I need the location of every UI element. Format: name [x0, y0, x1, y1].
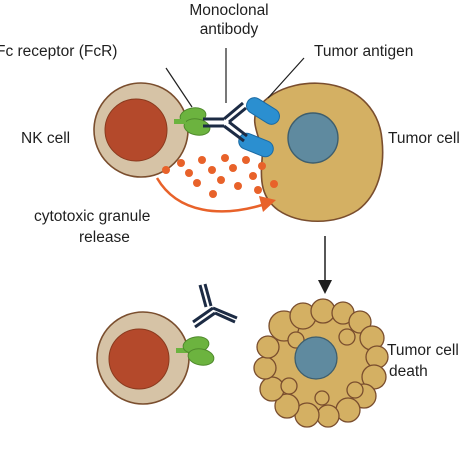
antibody-arm — [223, 101, 244, 121]
release-arrow-curve — [155, 177, 263, 213]
antibody-stem — [198, 284, 208, 308]
nk-cell — [93, 82, 189, 178]
tumor-bleb — [365, 345, 389, 369]
granule — [209, 190, 217, 198]
fc-receptor-leader — [165, 67, 193, 108]
tumor-bleb — [280, 377, 298, 395]
monoclonal-antibody-label-line1: Monoclonal — [189, 2, 268, 19]
granule — [208, 166, 216, 174]
antibody-arm — [223, 124, 245, 143]
granule — [242, 156, 250, 164]
cytotoxic-granules — [162, 154, 278, 198]
tumor-bleb — [335, 397, 361, 423]
granule — [234, 182, 242, 190]
tumor-bleb — [256, 335, 280, 359]
tumor-cell-death-label-line2: death — [389, 363, 428, 380]
antibody-arm — [214, 311, 236, 324]
tumor-bleb — [310, 298, 336, 324]
tumor-cell-nucleus — [287, 112, 339, 164]
fc-receptor-label: Fc receptor (FcR) — [0, 43, 117, 60]
granule — [193, 179, 201, 187]
granule — [217, 176, 225, 184]
granule — [198, 156, 206, 164]
granule — [249, 172, 257, 180]
fc-receptor-bottom — [176, 336, 215, 366]
leader-lines — [165, 48, 305, 108]
free-antibody — [192, 283, 238, 329]
fc-receptor — [174, 107, 211, 136]
nk-cell-nucleus — [104, 98, 168, 162]
cytotoxic-granule-label-line2: release — [79, 229, 130, 246]
tumor-cell-death-label-line1: Tumor cell — [387, 342, 459, 359]
tumor-bleb — [259, 376, 285, 402]
tumor-bleb — [314, 390, 330, 406]
monoclonal-antibody — [203, 101, 248, 143]
cytotoxic-granule-label-line1: cytotoxic granule — [34, 208, 150, 225]
tumor-bleb — [346, 381, 364, 399]
tumor-cell-label: Tumor cell — [388, 130, 460, 147]
tumor-bleb — [316, 404, 340, 428]
antibody-arm — [212, 306, 238, 320]
tumor-bleb — [253, 356, 277, 380]
fc-receptor-stalk — [174, 119, 186, 124]
fc-receptor-lobe — [183, 118, 211, 136]
nk-cell-label: NK cell — [21, 130, 70, 147]
dying-cell-nucleus — [294, 336, 338, 380]
granule — [177, 159, 185, 167]
tumor-antigen-leader — [267, 57, 305, 99]
fc-receptor-stalk — [176, 348, 188, 353]
antibody-arm — [228, 120, 248, 138]
antibody-arm — [228, 106, 247, 124]
granule — [221, 154, 229, 162]
monoclonal-antibody-label-line2: antibody — [200, 21, 259, 38]
release-arrow-head — [259, 196, 276, 212]
progression-arrow — [318, 236, 332, 294]
progression-arrow-head — [318, 280, 332, 294]
antibody-stem — [203, 283, 213, 307]
granule — [229, 164, 237, 172]
antibody-arm — [194, 311, 216, 329]
granule — [185, 169, 193, 177]
tumor-antigen-label: Tumor antigen — [314, 43, 413, 60]
tumor-bleb — [338, 328, 356, 346]
fc-receptor-lobe — [187, 348, 215, 366]
nk-cell-bottom — [96, 311, 190, 405]
tumor-antigen-upper — [246, 97, 280, 125]
granule — [258, 162, 266, 170]
granule — [162, 166, 170, 174]
tumor-cell — [253, 82, 384, 223]
antibody-arm — [192, 306, 214, 324]
dying-tumor-cell — [253, 298, 389, 428]
granule — [254, 186, 262, 194]
nk-cell-nucleus — [108, 328, 170, 390]
granule — [270, 180, 278, 188]
granule-release-arrow — [155, 177, 276, 213]
